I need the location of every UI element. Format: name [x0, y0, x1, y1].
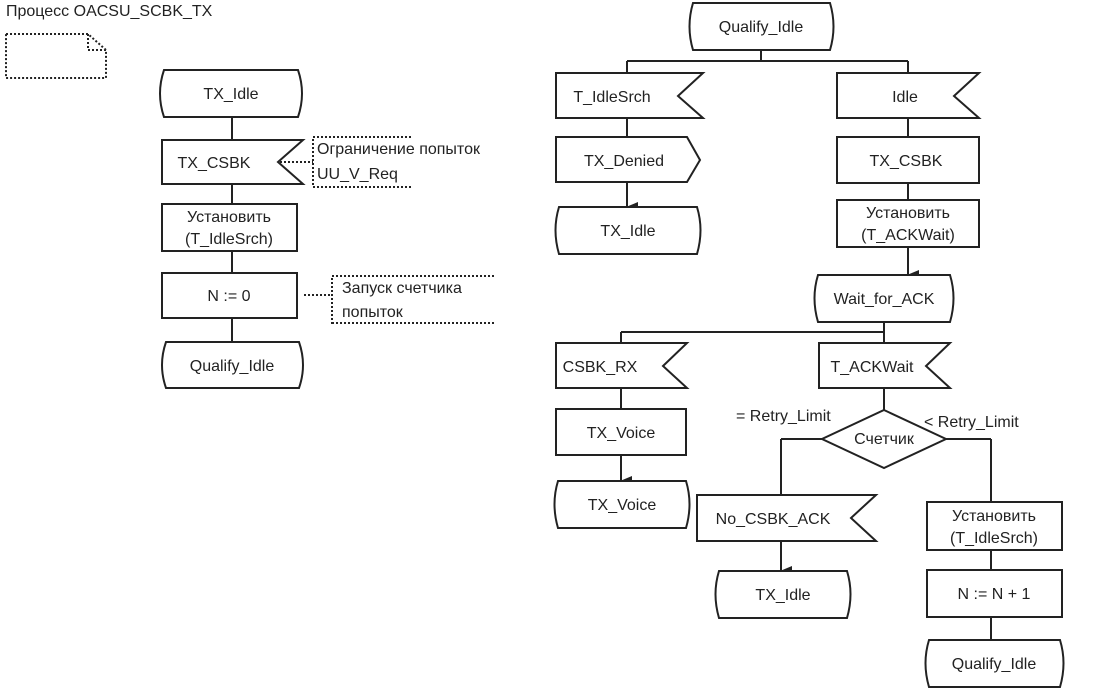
input-idle: Idle [836, 72, 982, 119]
svg-text:N := 0: N := 0 [207, 288, 250, 305]
task-n-assign-zero: N := 0 [161, 272, 298, 319]
svg-text:(T_ACKWait): (T_ACKWait) [861, 227, 955, 244]
state-qualify-idle-left: Qualify_Idle [161, 341, 304, 389]
process-title: Процесс OACSU_SCBK_TX [6, 3, 213, 20]
comment-counter-line2: попыток [342, 304, 404, 321]
svg-text:Установить: Установить [952, 508, 1036, 525]
state-qualify-idle-bottom: Qualify_Idle [924, 639, 1065, 688]
task-tx-voice: TX_Voice [555, 408, 687, 456]
task-set-t-idlesrch-right: Установить (T_IdleSrch) [926, 501, 1063, 551]
svg-text:Idle: Idle [892, 89, 918, 106]
task-tx-csbk: TX_CSBK [836, 136, 980, 184]
state-tx-idle-d: TX_Idle [714, 570, 852, 619]
input-t-ackwait: T_ACKWait [818, 342, 953, 389]
svg-text:TX_Denied: TX_Denied [584, 153, 664, 170]
svg-text:Установить: Установить [187, 209, 271, 226]
comment-bracket-1 [312, 136, 315, 188]
left-flow: TX_Idle TX_CSBK Ограничение попыток UU_V… [159, 69, 496, 389]
right-flow: Qualify_Idle T_IdleSrch TX_Denied TX_Idl… [553, 1, 1065, 688]
svg-text:N := N + 1: N := N + 1 [958, 586, 1031, 603]
comment-retry-limit-line2: UU_V_Req [317, 166, 398, 183]
label-eq-retry-limit: = Retry_Limit [736, 408, 831, 425]
svg-text:(T_IdleSrch): (T_IdleSrch) [950, 530, 1038, 547]
state-tx-voice: TX_Voice [553, 480, 691, 529]
state-tx-idle-a: TX_Idle [554, 206, 702, 255]
svg-text:Счетчик: Счетчик [854, 431, 915, 448]
svg-text:(T_IdleSrch): (T_IdleSrch) [185, 231, 273, 248]
svg-text:Qualify_Idle: Qualify_Idle [719, 19, 804, 36]
input-t-idlesrch: T_IdleSrch [555, 72, 706, 119]
input-csbk-rx: CSBK_RX [555, 342, 690, 389]
comment-retry-limit-line1: Ограничение попыток [317, 141, 481, 158]
task-set-t-idlesrch: Установить (T_IdleSrch) [161, 203, 298, 252]
task-set-t-ackwait: Установить (T_ACKWait) [836, 199, 980, 248]
output-no-csbk-ack: No_CSBK_ACK [696, 494, 879, 542]
svg-text:TX_Idle: TX_Idle [600, 223, 655, 240]
svg-text:TX_Voice: TX_Voice [587, 425, 656, 442]
svg-text:T_IdleSrch: T_IdleSrch [573, 89, 650, 106]
state-tx-idle: TX_Idle [159, 69, 303, 118]
state-qualify-idle-top: Qualify_Idle [688, 1, 835, 51]
comment-counter-line1: Запуск счетчика [342, 280, 462, 297]
svg-text:Qualify_Idle: Qualify_Idle [952, 656, 1037, 673]
svg-text:TX_Voice: TX_Voice [588, 497, 657, 514]
svg-text:Wait_for_ACK: Wait_for_ACK [834, 291, 935, 308]
decision-counter: Счетчик [819, 408, 949, 470]
label-lt-retry-limit: < Retry_Limit [924, 414, 1019, 431]
task-n-increment: N := N + 1 [926, 569, 1063, 618]
output-tx-denied: TX_Denied [555, 136, 702, 183]
state-wait-for-ack: Wait_for_ACK [813, 274, 955, 323]
svg-text:TX_CSBK: TX_CSBK [870, 153, 943, 170]
svg-text:Qualify_Idle: Qualify_Idle [190, 358, 275, 375]
svg-text:TX_CSBK: TX_CSBK [178, 155, 251, 172]
svg-text:T_ACKWait: T_ACKWait [831, 359, 915, 376]
svg-text:TX_Idle: TX_Idle [755, 587, 810, 604]
input-tx-csbk: TX_CSBK [161, 139, 306, 185]
svg-text:No_CSBK_ACK: No_CSBK_ACK [716, 511, 831, 528]
svg-text:Установить: Установить [866, 205, 950, 222]
process-page-icon [5, 33, 107, 79]
svg-text:TX_Idle: TX_Idle [203, 86, 258, 103]
svg-text:CSBK_RX: CSBK_RX [563, 359, 638, 376]
